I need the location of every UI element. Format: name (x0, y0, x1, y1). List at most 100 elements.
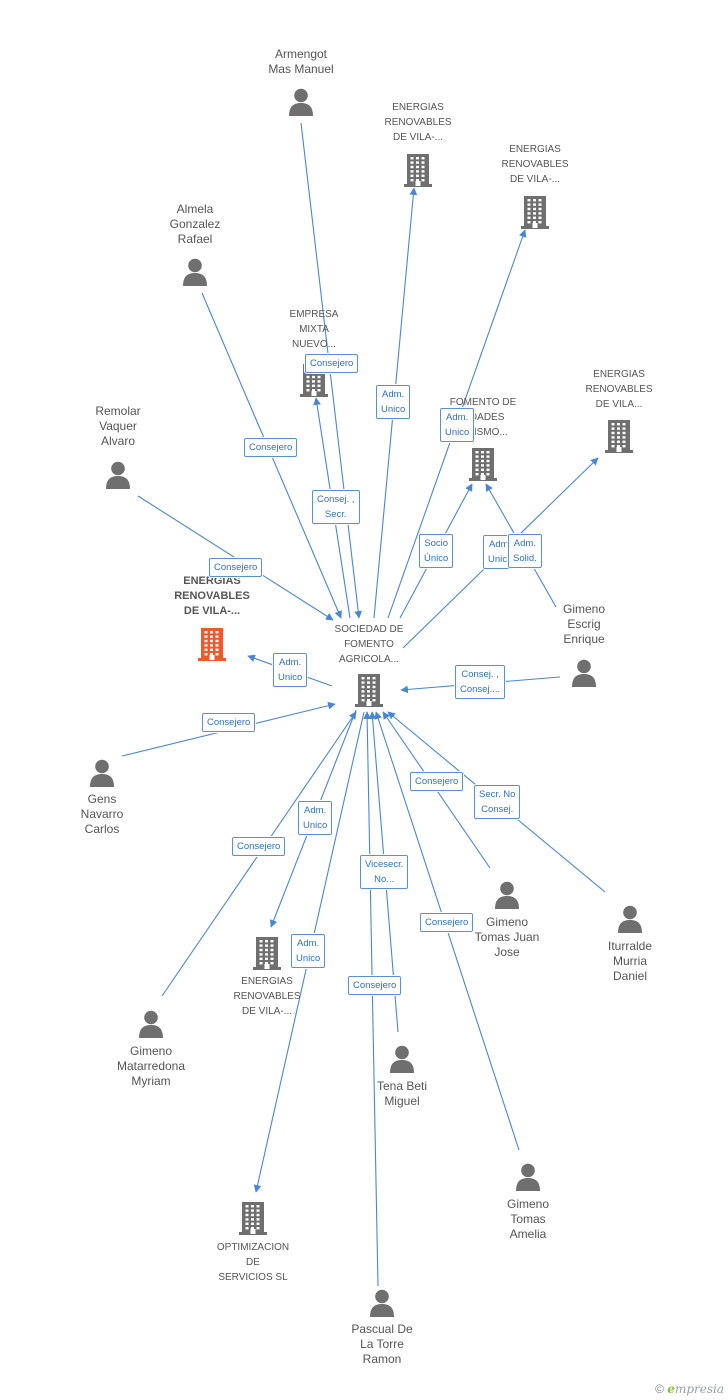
edge-label-almela-to-center[interactable]: Consejero (244, 438, 298, 457)
person-icon (288, 87, 314, 122)
node-label-line: Tomas (510, 1212, 546, 1226)
node-label-line: NUEVO... (292, 339, 336, 350)
edge-pascual-to-center (363, 711, 379, 1287)
edge-label-center-to-empresa[interactable]: Consejero (305, 354, 359, 373)
node-label-line: ENERGIAS (509, 144, 561, 155)
edge-label-line: Adm. (297, 938, 320, 949)
edge-label-line: Unico (445, 427, 470, 438)
node-label-line: FOMENTO (344, 639, 394, 650)
edge-label-line: Consej. , (317, 494, 355, 505)
node-label-line: Tomas Juan (474, 930, 540, 944)
edge-label-gimenoMat-to-center[interactable]: Consejero (232, 837, 286, 856)
node-label-line: Mas Manuel (268, 62, 334, 76)
node-label-line: RENOVABLES (233, 991, 301, 1002)
node-label-line: RENOVABLES (174, 590, 250, 602)
node-label-line: Remolar (95, 404, 141, 418)
node-label-line: Gens (87, 792, 117, 806)
brand-logo: empresia (667, 1382, 724, 1396)
footer-brand: © empresia (655, 1382, 724, 1396)
node-label-line: Amelia (509, 1227, 547, 1241)
building-icon (252, 936, 282, 975)
edge-label-tena-to-center[interactable]: Vicesecr.No... (360, 855, 409, 889)
node-label-line: RENOVABLES (585, 384, 653, 395)
edge-label-armengot-to-center[interactable]: Consej. , Secr. (312, 490, 360, 524)
building-icon (403, 153, 433, 192)
edge-label-line: Adm. (446, 412, 469, 423)
node-label-line: Matarredona (116, 1059, 186, 1073)
node-label: ENERGIAS RENOVABLES DE VILA-... (475, 142, 595, 187)
edge-label-line: Socio (424, 538, 449, 549)
edge-label-line: Consej. (481, 804, 514, 815)
edge-label-gimenoTomasJuan-to-center[interactable]: Consejero (410, 772, 464, 791)
node-label-line: Gimeno (485, 915, 529, 929)
edge-label-line: Unico (381, 404, 406, 415)
edge-label-center-to-focus[interactable]: Adm.Unico (273, 653, 308, 687)
building-icon (238, 1201, 268, 1240)
edge-label-center-to-ener1[interactable]: Adm.Unico (376, 385, 411, 419)
node-label-line: DE VILA-... (509, 174, 560, 185)
edge-label-line: Unico (278, 672, 303, 683)
edge-label-line: No... (374, 874, 395, 885)
edge-label-line: Consejero (249, 442, 293, 453)
person-icon (182, 257, 208, 292)
edge-label-gimenoTomasAm-to-center[interactable]: Consejero (420, 913, 474, 932)
node-label-line: Ramon (362, 1352, 402, 1366)
node-label-line: EMPRESA (289, 309, 339, 320)
node-label-line: Myriam (131, 1074, 171, 1088)
building-icon (520, 195, 550, 234)
edge-label-center-to-ener2[interactable]: Adm. Unico (440, 408, 475, 442)
node-label-line: DE VILA-... (241, 1006, 292, 1017)
edge-label-center-to-optim[interactable]: Adm. Unico (291, 934, 326, 968)
node-label-line: Miguel (384, 1094, 420, 1108)
node-label-line: AGRICOLA... (338, 654, 399, 665)
node-label-line: Navarro (80, 807, 124, 821)
edge-label-line: Consej. , (461, 669, 499, 680)
node-label-line: SERVICIOS SL (218, 1272, 288, 1283)
edge-label-line: Consejero (237, 841, 281, 852)
node-label-line: Almela (176, 202, 214, 216)
edge-label-remolar-to-center[interactable]: Consejero (209, 558, 263, 577)
building-icon (354, 673, 384, 712)
edge-label-gens-to-center[interactable]: Consejero (202, 713, 256, 732)
edge-label-line: Unico (296, 953, 321, 964)
edge-label-center-to-ener4[interactable]: Adm.Unico (298, 801, 333, 835)
node-label-line: Gimeno (562, 602, 606, 616)
node-label-line: DE VILA-... (183, 605, 241, 617)
edge-label-line: Consejero (415, 776, 459, 787)
person-icon (515, 1162, 541, 1197)
edge-label-gimenoEscrig-to-center[interactable]: Consej. , Consej.... (455, 665, 506, 699)
node-label-line: Rafael (177, 232, 213, 246)
edge-label-line: Consejero (214, 562, 258, 573)
edge-label-line: Consejero (353, 980, 397, 991)
person-icon (571, 658, 597, 693)
edge-label-gimenoEscrig-to-fomento[interactable]: Adm.Solid. (508, 534, 542, 568)
building-icon (468, 447, 498, 486)
edge-label-line: Secr. (324, 509, 347, 520)
copyright-symbol: © (655, 1382, 664, 1396)
building-icon (604, 419, 634, 458)
person-icon (369, 1288, 395, 1323)
node-label-line: ENERGIAS (593, 369, 645, 380)
node-label-line: La Torre (360, 1337, 404, 1351)
node-label-line: ...RISMO... (458, 427, 508, 438)
person-icon (105, 460, 131, 495)
edge-label-pascual-to-center[interactable]: Consejero (348, 976, 402, 995)
edge-label-line: Consej.... (460, 684, 501, 695)
node-label-line: Tena Beti (376, 1079, 428, 1093)
edge-label-line: Solid. (513, 553, 537, 564)
node-label-line: Carlos (84, 822, 120, 836)
node-label-line: RENOVABLES (501, 159, 569, 170)
